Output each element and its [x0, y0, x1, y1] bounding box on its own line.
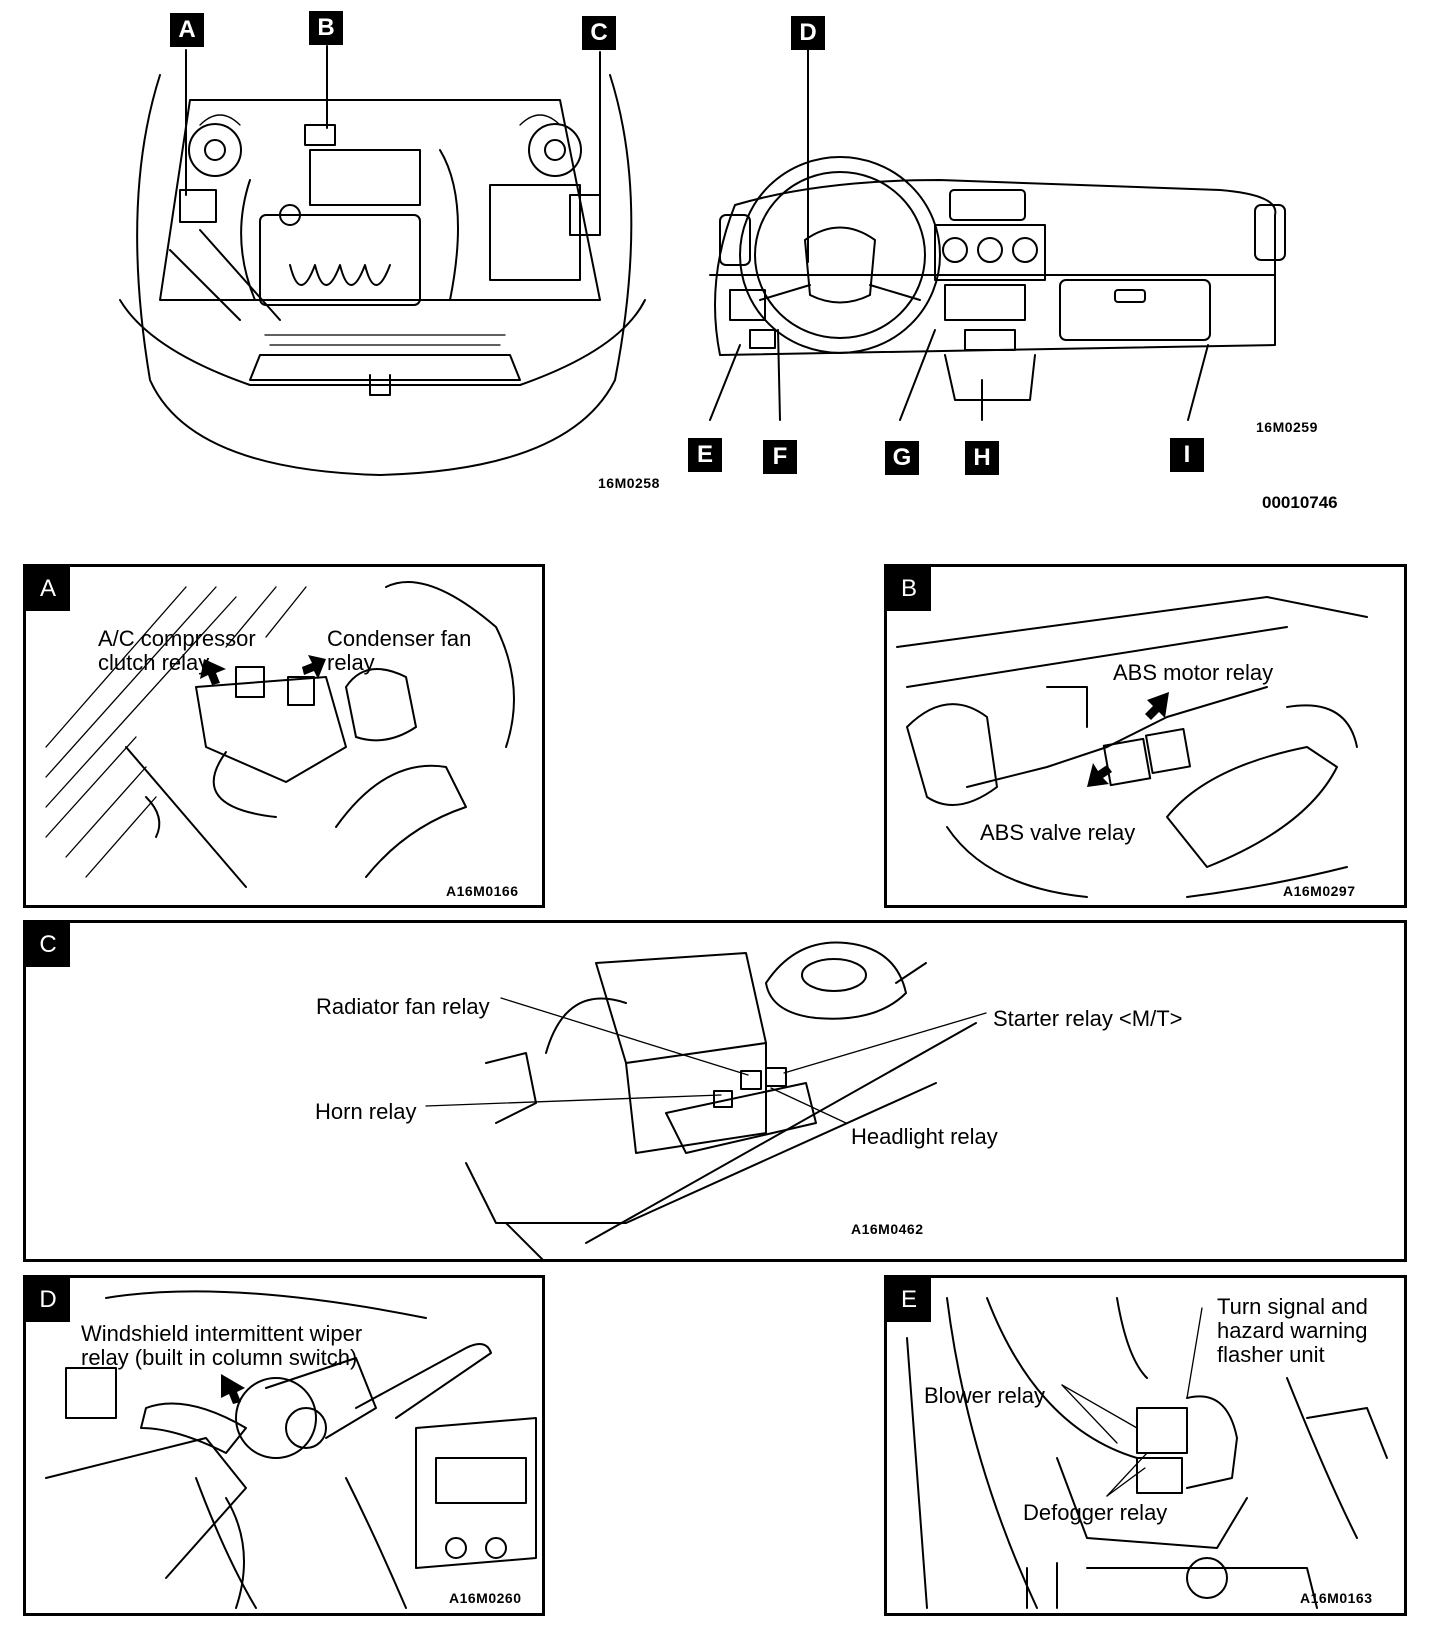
- condenser-fan-label-line2: relay: [327, 650, 375, 675]
- panel-d-drawing: [45, 1290, 537, 1609]
- starter-relay-label: Starter relay <M/T>: [993, 1006, 1183, 1031]
- panel-b: B ABS motor relay ABS valve relay A16M02…: [884, 564, 1407, 908]
- panel-c-code: A16M0462: [851, 1221, 924, 1237]
- callout-tag-c: C: [582, 16, 616, 50]
- wiper-relay-label-line1: Windshield intermittent wiper: [81, 1321, 363, 1346]
- panel-d-tag: D: [26, 1278, 70, 1322]
- panel-a-drawing: [45, 581, 515, 888]
- turn-signal-label-line3: flasher unit: [1217, 1342, 1325, 1367]
- dashboard-image-code: 16M0259: [1256, 419, 1318, 435]
- headlight-relay-label: Headlight relay: [851, 1124, 998, 1149]
- horn-relay-label: Horn relay: [315, 1099, 417, 1124]
- panel-e-code: A16M0163: [1300, 1590, 1373, 1606]
- callout-tag-i: I: [1170, 438, 1204, 472]
- panel-e-tag: E: [887, 1278, 931, 1322]
- abs-valve-relay-label: ABS valve relay: [980, 820, 1136, 845]
- dashboard-drawing: [709, 49, 1286, 421]
- panel-a-code: A16M0166: [446, 883, 519, 899]
- panel-c-drawing: [425, 941, 987, 1259]
- panel-e-drawing: [906, 1297, 1388, 1609]
- ac-compressor-label-line1: A/C compressor: [98, 626, 256, 651]
- dashboard-overview: D E F G H I 16M0259: [688, 0, 1440, 520]
- radiator-fan-relay-label: Radiator fan relay: [316, 994, 490, 1019]
- turn-signal-label-line1: Turn signal and: [1217, 1294, 1368, 1319]
- engine-bay-drawing: [119, 45, 646, 476]
- defogger-relay-label: Defogger relay: [1023, 1500, 1168, 1525]
- panel-b-drawing: [896, 596, 1368, 898]
- panel-b-code: A16M0297: [1283, 883, 1356, 899]
- turn-signal-label-line2: hazard warning: [1217, 1318, 1368, 1343]
- panel-a-tag: A: [26, 567, 70, 611]
- panel-c-tag: C: [26, 923, 70, 967]
- condenser-fan-label-line1: Condenser fan: [327, 626, 472, 651]
- callout-tag-e: E: [688, 438, 722, 472]
- abs-motor-relay-label: ABS motor relay: [1113, 660, 1274, 685]
- panel-c: C Radiator fan relay Starter relay <M/T>…: [23, 920, 1407, 1262]
- engine-image-code: 16M0258: [598, 475, 660, 491]
- callout-tag-a: A: [170, 13, 204, 47]
- wiper-relay-label-line2: relay (built in column switch): [81, 1345, 358, 1370]
- panel-b-tag: B: [887, 567, 931, 611]
- engine-bay-overview: A B C 16M0258: [0, 0, 700, 500]
- blower-relay-label: Blower relay: [924, 1383, 1046, 1408]
- callout-tag-b: B: [309, 11, 343, 45]
- figure-code: 00010746: [1262, 493, 1338, 512]
- callout-tag-d: D: [791, 16, 825, 50]
- callout-tag-h: H: [965, 441, 999, 475]
- panel-d-code: A16M0260: [449, 1590, 522, 1606]
- panel-e: E Turn signal and hazard warning flasher…: [884, 1275, 1407, 1616]
- panel-a: A A/C compressor clutch relay Condenser …: [23, 564, 545, 908]
- panel-d: D Windshield intermittent wiper relay (b…: [23, 1275, 545, 1616]
- ac-compressor-label-line2: clutch relay: [98, 650, 210, 675]
- callout-tag-g: G: [885, 441, 919, 475]
- callout-tag-f: F: [763, 440, 797, 474]
